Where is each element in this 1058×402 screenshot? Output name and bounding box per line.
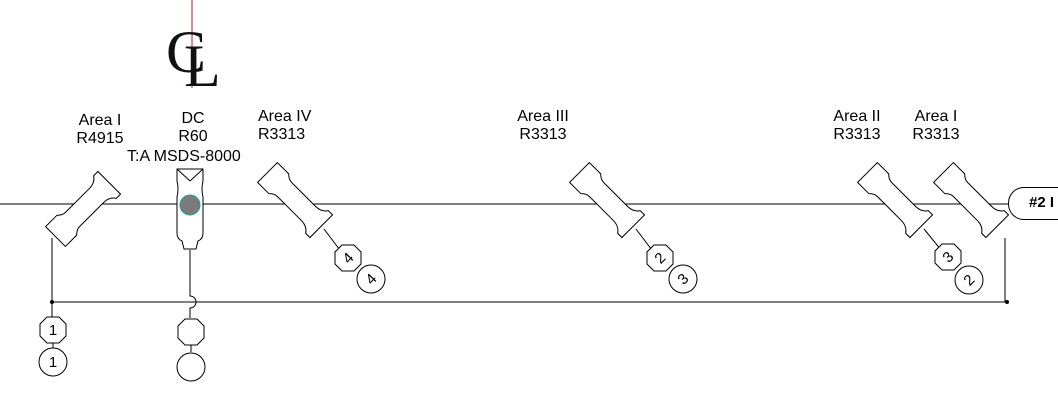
circuit-tag: #2 I [1008,187,1058,220]
label-area-iv-code: R3313 [258,126,306,143]
label-dc-code: R60 [178,128,208,145]
label-area-iv-name: Area IV [258,108,312,125]
label-area-i-right-name: Area I [914,108,958,125]
bus-end-dot [1005,300,1009,304]
fixture-area-i-right [932,161,1010,239]
callout-area-ii-top: 3 [934,243,962,271]
label-area-ii: Area II R3313 [824,108,890,144]
dc-drop-line [189,250,197,318]
callout-left-top: 1 [39,316,67,344]
label-area-iii-code: R3313 [519,126,567,143]
fixture-area-ii [856,161,934,239]
callout-area-iii-top: 2 [646,244,674,272]
label-dc-name: DC [181,110,205,127]
centerline-mark-c: C [166,19,207,85]
label-area-iii: Area III R3313 [506,108,580,144]
centerline-mark: C L [166,22,226,96]
fixture-dc [176,168,204,250]
fixture-area-i-left [44,170,122,248]
callout-dc-top [177,318,205,346]
callout-left-top-text: 1 [49,322,57,339]
label-dc-note: T:A MSDS-8000 [127,148,241,165]
label-area-ii-code: R3313 [833,126,881,143]
label-area-i-left-name: Area I [78,112,122,129]
label-area-i-right-code: R3313 [912,126,960,143]
label-area-iv: Area IV R3313 [258,108,311,144]
callout-left-bottom-text: 1 [49,354,57,371]
label-area-iii-name: Area III [517,108,569,125]
callout-left-bottom: 1 [38,347,68,377]
fixture-area-iv [256,161,334,239]
callout-dc-bottom [176,352,206,382]
fixture-area-iii [568,161,646,239]
centerline-mark-l: L [184,33,221,99]
label-area-i-right: Area I R3313 [904,108,968,144]
callout-area-ii-bottom: 2 [954,265,984,295]
label-area-i-left: Area I R4915 [66,112,134,148]
callout-area-iii-bottom: 3 [668,264,698,294]
callout-area-iv-top: 4 [334,244,362,272]
label-area-i-left-code: R4915 [76,130,124,147]
label-dc: DC R60 [160,110,226,146]
callout-area-iv-bottom: 4 [356,264,386,294]
label-area-ii-name: Area II [833,108,881,125]
